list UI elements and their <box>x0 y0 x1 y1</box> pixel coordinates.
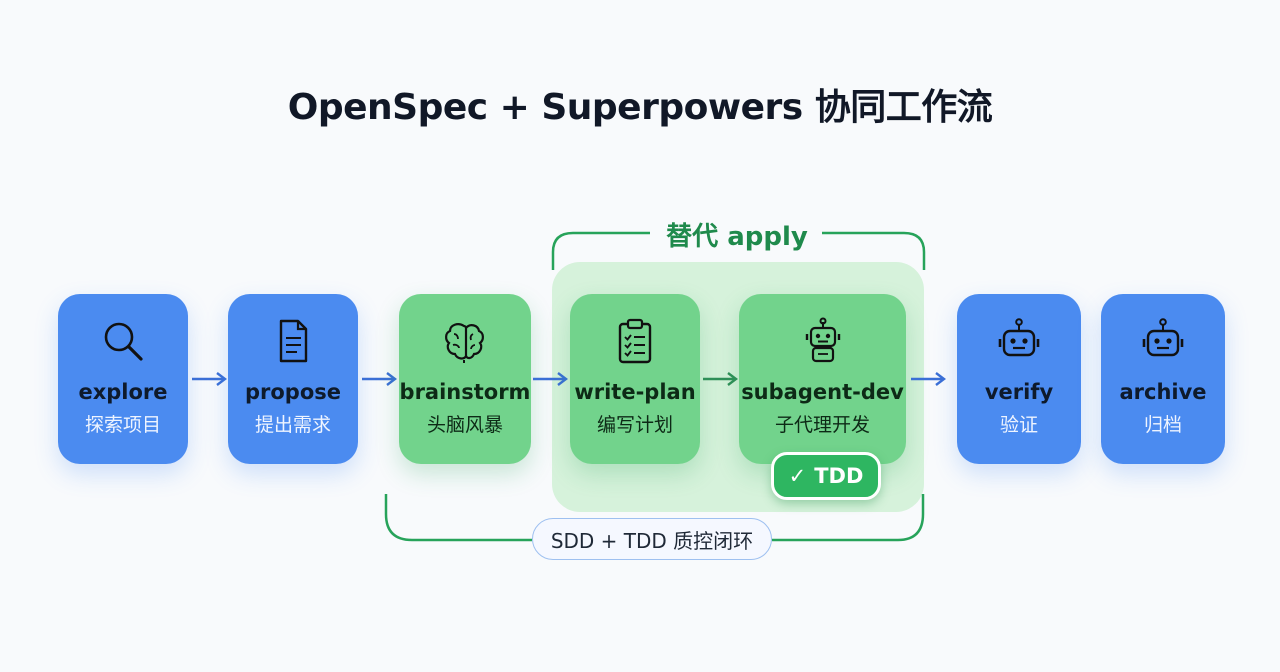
check-icon: ✓ <box>788 464 807 488</box>
step-name: explore <box>78 380 168 404</box>
page-title: OpenSpec + Superpowers 协同工作流 <box>287 87 993 128</box>
step-name: subagent-dev <box>741 380 904 404</box>
apply-group-label: 替代 apply <box>666 222 808 252</box>
step-brainstorm: brainstorm 头脑风暴 <box>399 294 531 464</box>
robot-icon <box>994 316 1044 366</box>
step-subtitle: 编写计划 <box>596 414 673 436</box>
step-archive: archive 归档 <box>1101 294 1225 464</box>
step-subagent-dev: subagent-dev 子代理开发 <box>739 294 906 464</box>
magnifier-icon <box>98 316 148 366</box>
flow-arrow <box>531 369 571 389</box>
step-name: brainstorm <box>399 380 531 404</box>
step-name: write-plan <box>574 380 696 404</box>
flow-arrow <box>701 369 741 389</box>
step-subtitle: 提出需求 <box>254 414 331 436</box>
step-write-plan: write-plan 编写计划 <box>570 294 700 464</box>
clipboard-checklist-icon <box>610 316 660 366</box>
step-name: archive <box>1119 380 1207 404</box>
brain-icon <box>440 316 490 366</box>
loop-bracket-left <box>384 494 532 542</box>
step-subtitle: 子代理开发 <box>774 414 870 436</box>
step-verify: verify 验证 <box>957 294 1081 464</box>
step-propose: propose 提出需求 <box>228 294 358 464</box>
tdd-badge: ✓ TDD <box>771 452 881 500</box>
flow-arrow <box>909 369 949 389</box>
robot-icon <box>1138 316 1188 366</box>
step-name: verify <box>984 380 1054 404</box>
tdd-badge-label: TDD <box>814 464 864 488</box>
apply-bracket-right <box>822 231 926 270</box>
flow-arrow <box>360 369 400 389</box>
step-subtitle: 头脑风暴 <box>426 414 503 436</box>
step-subtitle: 探索项目 <box>84 414 161 436</box>
flow-arrow <box>190 369 230 389</box>
step-subtitle: 归档 <box>1143 414 1182 436</box>
step-subtitle: 验证 <box>999 414 1038 436</box>
document-icon <box>268 316 318 366</box>
robot-icon <box>798 316 848 366</box>
quality-loop-label: SDD + TDD 质控闭环 <box>532 518 772 560</box>
loop-bracket-right <box>772 494 925 542</box>
step-name: propose <box>244 380 342 404</box>
apply-bracket-left <box>551 231 650 270</box>
step-explore: explore 探索项目 <box>58 294 188 464</box>
